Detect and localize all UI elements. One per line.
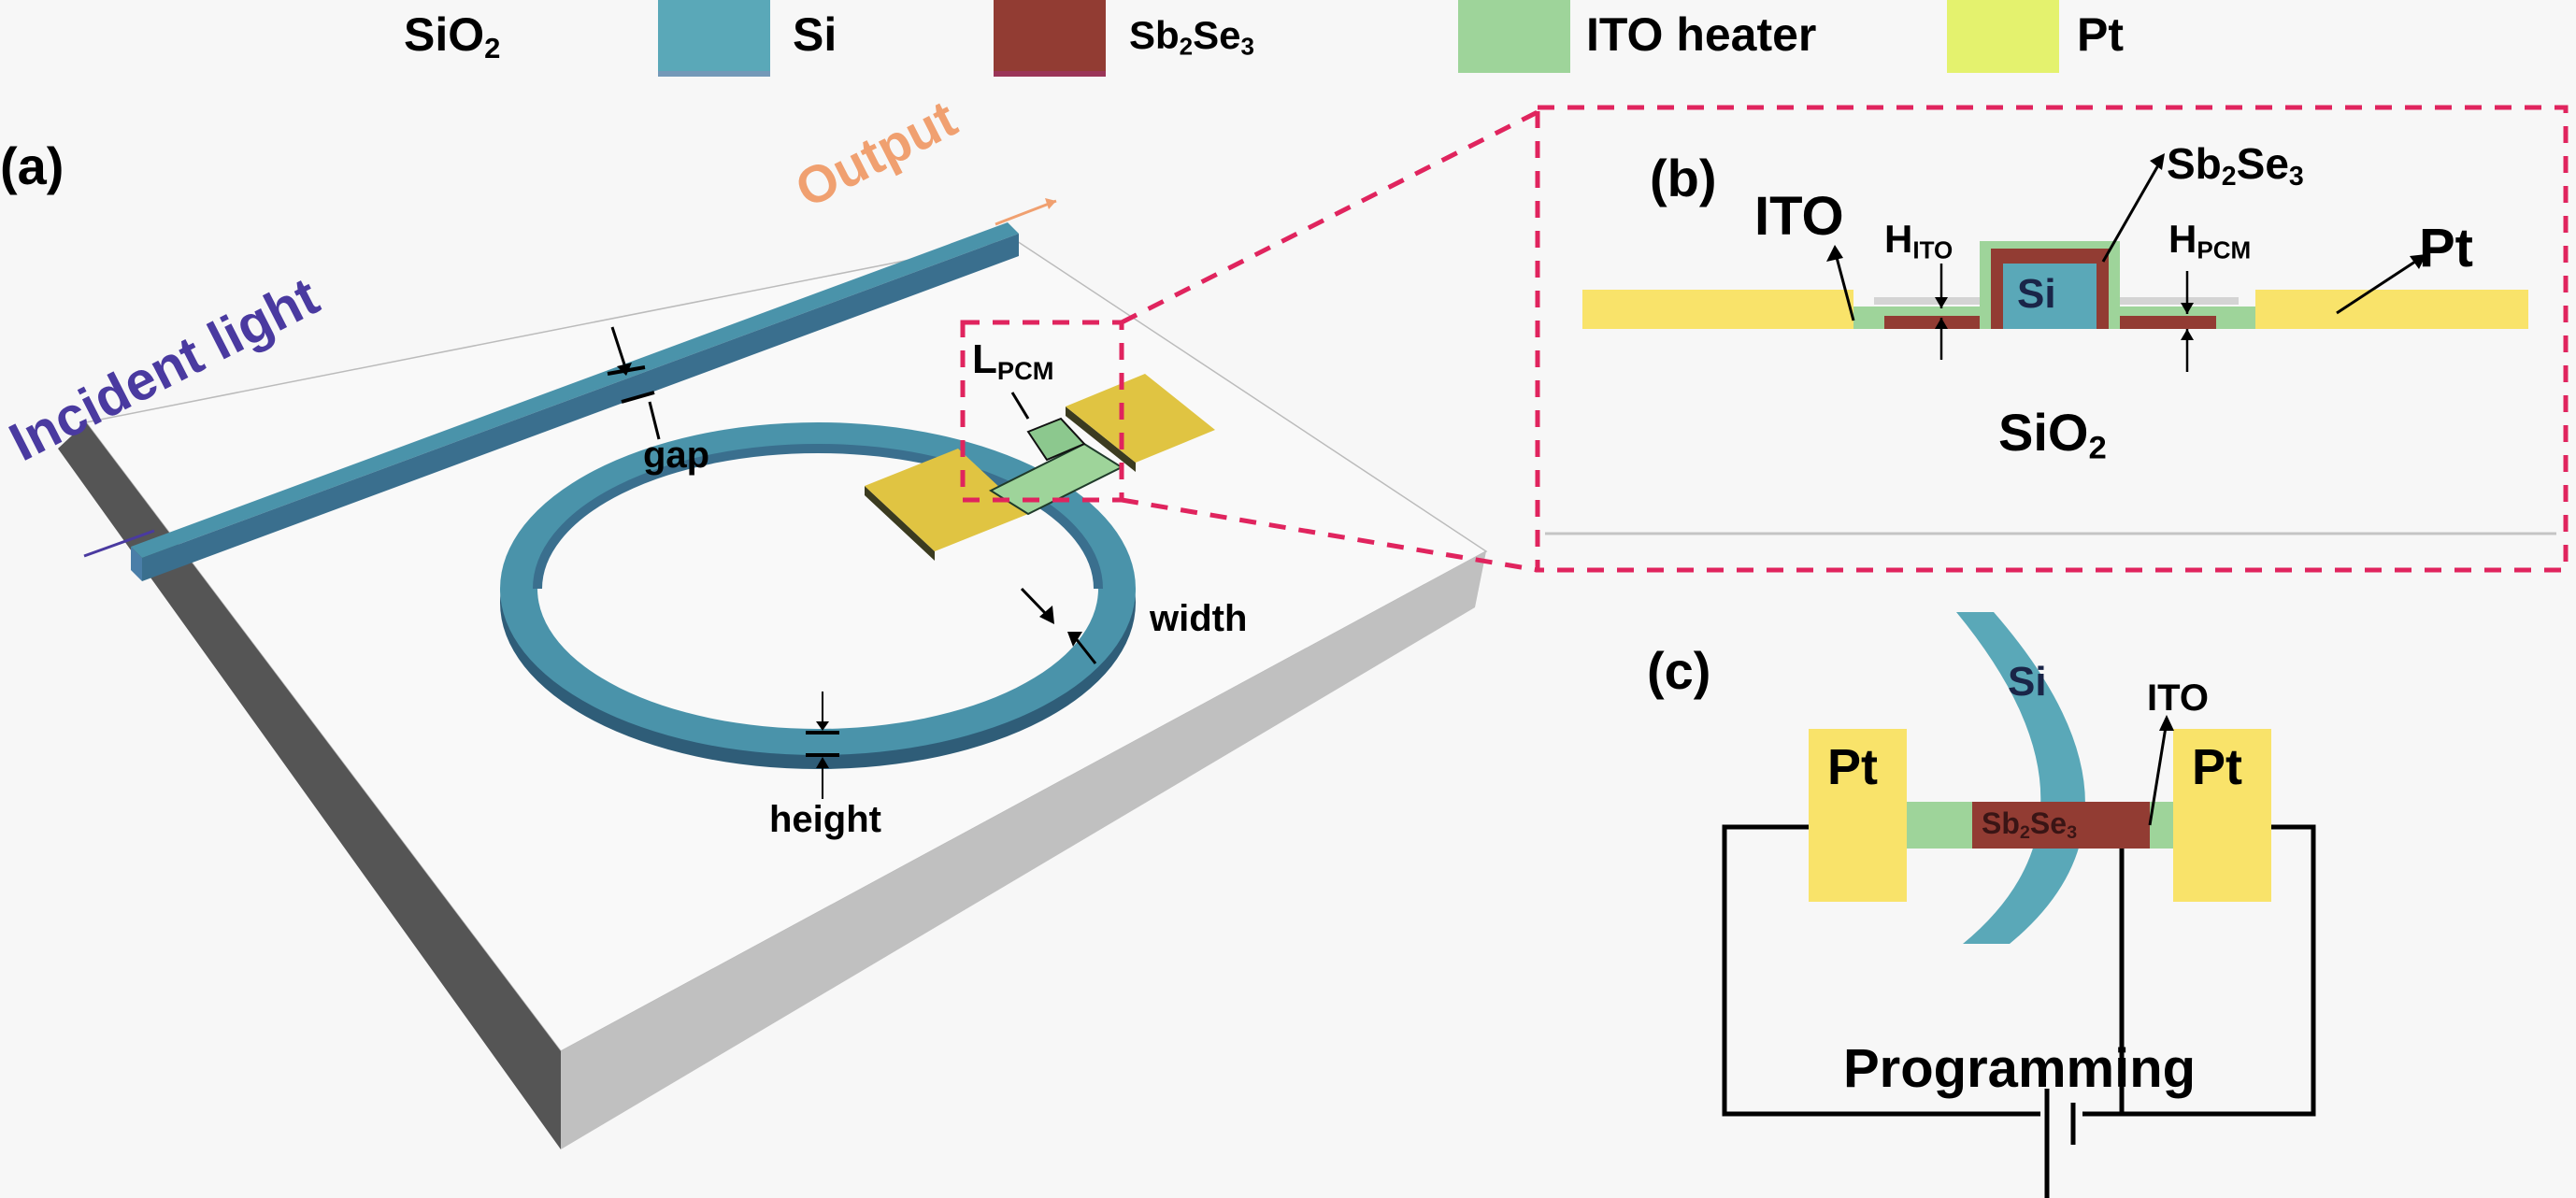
hito-label: HITO — [1884, 217, 1953, 264]
ito-arrowhead — [1826, 245, 1843, 262]
bus-waveguide-top — [131, 222, 1019, 558]
pt-pad-left-side — [865, 486, 935, 561]
gap-arrow-bottom — [648, 401, 661, 440]
ito-arrowhead-c — [2159, 715, 2174, 731]
si-waveguide-arc — [1956, 612, 2085, 944]
ito-label-c: ITO — [2147, 677, 2209, 719]
width-arrow-inner — [1020, 587, 1049, 617]
hito-arrowhead-bottom — [1935, 318, 1948, 329]
si-label-b: Si — [2017, 271, 2056, 317]
width-arrowhead-inner — [1039, 606, 1054, 624]
lpcm-arrow — [1010, 392, 1030, 420]
panel-a-tag: (a) — [0, 136, 64, 195]
legend-ito-swatch — [1458, 0, 1570, 73]
height-label: height — [769, 799, 881, 840]
hito-arrowhead-top — [1935, 297, 1948, 308]
height-arrowhead-bottom — [816, 757, 829, 768]
sb2se3-patch — [1972, 802, 2150, 849]
sb2se3-arrowhead — [2150, 153, 2165, 170]
sio2-label-b: SiO2 — [1998, 403, 2107, 466]
pt-left — [1582, 290, 1853, 329]
pt-arrow — [2336, 256, 2422, 315]
zoom-connector-bottom — [1121, 497, 1538, 573]
ito-arrow-c — [2148, 720, 2168, 826]
bus-waveguide-end — [131, 547, 142, 581]
hpcm-arrowhead-bottom — [2181, 329, 2194, 340]
si-core — [2003, 264, 2097, 329]
legend-ito-label: ITO heater — [1586, 8, 1817, 61]
legend-sb2se3-swatch — [994, 0, 1106, 77]
lpcm-label: LPCM — [972, 336, 1054, 385]
height-arrowhead-top — [816, 721, 829, 731]
programming-label: Programming — [1843, 1038, 2197, 1099]
pt-right-label-c: Pt — [2192, 739, 2242, 795]
circuit-wire-left — [1722, 824, 2040, 1117]
si-label-c: Si — [2008, 659, 2047, 705]
incident-arrow — [83, 529, 155, 558]
pt-label-b: Pt — [2419, 218, 2473, 278]
pt-pad-right-c — [2173, 729, 2271, 902]
legend-pt-label: Pt — [2077, 8, 2124, 61]
ito-arrow — [1833, 250, 1855, 321]
sb2se3-arrow — [2101, 158, 2164, 263]
substrate-right-side — [561, 551, 1486, 1149]
hpcm-label: HPCM — [2168, 217, 2252, 264]
legend-si-swatch — [658, 0, 770, 77]
pt-right — [2255, 290, 2528, 329]
gap-tick-bottom — [621, 391, 655, 404]
width-arrow-outer — [1073, 636, 1097, 664]
ito-label-b: ITO — [1754, 186, 1844, 247]
width-label: width — [1150, 598, 1248, 639]
panel-b-frame — [1535, 105, 2569, 573]
pcm-patch — [1026, 417, 1086, 462]
pt-pad-left-c — [1809, 729, 1907, 902]
gap-label: gap — [643, 435, 710, 476]
legend-sio2-label: SiO2 — [404, 8, 501, 64]
legend-sb2se3-label: Sb2Se3 — [1129, 13, 1255, 61]
pt-pad-right-side — [1066, 406, 1136, 472]
output-arrowhead — [1045, 198, 1056, 209]
zoom-region-box — [960, 320, 1124, 503]
bus-waveguide-side — [142, 234, 1019, 581]
legend-pt-swatch — [1947, 0, 2059, 73]
sb2se3-label-c: Sb2Se3 — [1982, 806, 2078, 843]
panel-c-tag: (c) — [1647, 641, 1711, 700]
legend-si-label: Si — [793, 8, 837, 61]
hpcm-arrowhead-top — [2181, 303, 2194, 314]
ring-inner-wall — [533, 444, 1103, 590]
substrate-left-side — [58, 422, 561, 1149]
output-arrow — [995, 199, 1057, 226]
gap-arrow-top — [610, 326, 626, 365]
pt-pad-left — [865, 449, 1028, 551]
width-arrowhead-outer — [1067, 632, 1082, 647]
pt-arrowhead — [2410, 254, 2426, 269]
gap-tick-top — [607, 365, 646, 376]
sb2se3-label-b: Sb2Se3 — [2167, 139, 2304, 193]
pt-left-label-c: Pt — [1827, 739, 1878, 795]
pt-pad-right — [1066, 374, 1215, 463]
panel-b-tag: (b) — [1650, 149, 1717, 207]
